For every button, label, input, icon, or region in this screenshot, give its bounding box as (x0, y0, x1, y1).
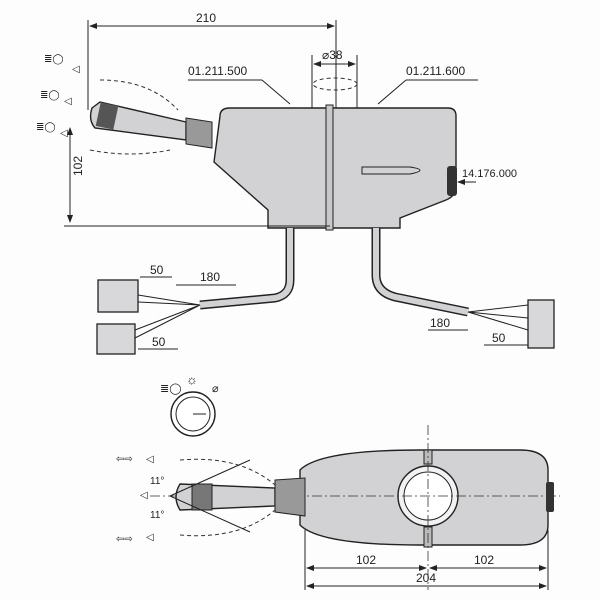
headlight-fog-icon: ≣◯ (36, 122, 56, 133)
headlight-high-icon: ≣◯ (44, 54, 64, 65)
horn-icon: ◁ (140, 490, 148, 501)
dim-diameter: ⌀38 (322, 48, 343, 62)
dim-right-cable: 180 (430, 316, 450, 330)
angle-down: 11° (150, 510, 164, 521)
dim-left-cable: 180 (200, 270, 220, 284)
dim-right-connector: 50 (492, 331, 506, 345)
horn-icon: ◁ (72, 64, 80, 75)
connector-right (527, 299, 555, 349)
lever-position-icons: ≣◯ ≣◯ ≣◯ ◁ ◁ ◁ (36, 54, 80, 139)
headlight-low-icon: ≣◯ (40, 90, 60, 101)
dim-half-right: 102 (474, 553, 494, 567)
headlight-icon: ≣◯ (160, 383, 182, 395)
lever-bottom (175, 483, 276, 511)
dim-length: 210 (196, 11, 216, 25)
part-number-knob: 14.176.000 (462, 168, 517, 180)
dim-total: 204 (416, 571, 436, 585)
lever-bellows (185, 117, 213, 149)
control-dial: ≣◯ ☼ ⌀ (160, 372, 219, 437)
turn-signal-icon: ⇦⇨ (116, 534, 133, 545)
horn-icon: ◁ (64, 96, 72, 107)
switch-housing (213, 107, 457, 229)
part-number-left: 01.211.500 (188, 64, 247, 78)
wiper-icon: ⌀ (212, 383, 219, 395)
sun-icon: ☼ (186, 372, 198, 387)
top-view: 210 ⌀38 01.211.500 01.211.600 14.176.000… (36, 11, 555, 355)
dim-left-lower-connector: 50 (152, 335, 166, 349)
part-number-right: 01.211.600 (406, 64, 465, 78)
angle-up: 11° (150, 476, 164, 487)
horn-icon: ◁ (60, 128, 68, 139)
dim-half-left: 102 (356, 553, 376, 567)
connector-left-upper (97, 279, 139, 313)
dim-left-upper-connector: 50 (150, 263, 164, 277)
turn-signal-icon: ⇦⇨ (116, 454, 133, 465)
horn-icon: ◁ (146, 532, 154, 543)
dim-height: 102 (71, 156, 85, 176)
connector-left-lower (96, 323, 136, 355)
bottom-view: 11° 11° ⇦⇨ ◁ ◁ ⇦⇨ ◁ 102 102 204 (116, 425, 560, 590)
horn-icon: ◁ (146, 454, 154, 465)
knob (447, 166, 457, 196)
